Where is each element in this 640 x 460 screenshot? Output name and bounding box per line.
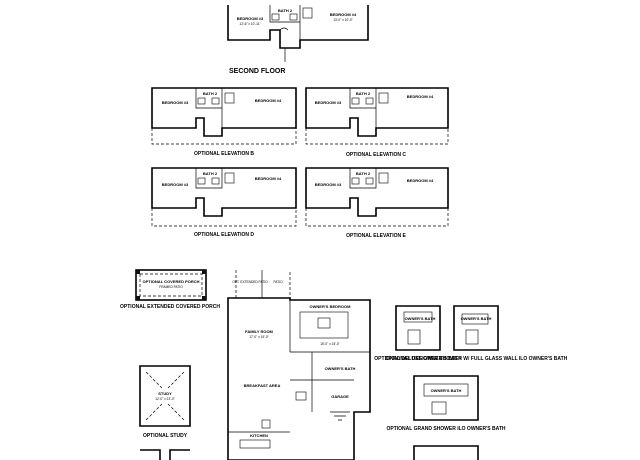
study-room-size: 12'-0" x 13'-0" xyxy=(155,397,175,401)
patio2-label: PATIO xyxy=(273,280,283,284)
elev-b-bedroom4-label: BEDROOM #4 xyxy=(255,98,282,103)
elev-e-bedroom4-label: BEDROOM #4 xyxy=(407,178,434,183)
elev-e-bath2-label: BATH 2 xyxy=(356,171,371,176)
kitchen-label: KITCHEN xyxy=(250,433,268,438)
caption-deluxe-bath: OPTIONAL DELUXE OWNER'S BATH xyxy=(374,356,462,362)
bedroom3-size: 12'-6" x 10'-11" xyxy=(239,22,260,26)
elev-c-bedroom4-label: BEDROOM #4 xyxy=(407,94,434,99)
elev-d-bedroom4-label: BEDROOM #4 xyxy=(255,176,282,181)
grand-shower-fragment xyxy=(413,445,479,460)
first-floor-plan: OPT. EXTENDED PATIO PATIO FAMILY ROOM 17… xyxy=(227,270,371,460)
elev-d-bath2-label: BATH 2 xyxy=(203,171,218,176)
elevation-e-plan: BEDROOM #3 BATH 2 BEDROOM #4 xyxy=(305,167,449,227)
grand-shower-plan: OWNER'S BATH xyxy=(413,375,479,421)
designer-shower-plan: OWNER'S BATH xyxy=(453,305,499,351)
caption-elevation-c-first: OPTIONAL ELEVATION C xyxy=(346,152,406,158)
elev-c-bath2-label: BATH 2 xyxy=(356,91,371,96)
caption-elevation-d: OPTIONAL ELEVATION D xyxy=(194,232,254,238)
family-room-size: 17'-0" x 15'-0" xyxy=(249,335,269,339)
elev-e-bedroom3-label: BEDROOM #3 xyxy=(315,182,342,187)
elev-b-bath2-label: BATH 2 xyxy=(203,91,218,96)
owners-bath-label: OWNER'S BATH xyxy=(325,366,356,371)
elev-d-bedroom3-label: BEDROOM #3 xyxy=(162,182,189,187)
shower-room-label: OWNER'S BATH xyxy=(461,316,492,321)
family-room-label: FAMILY ROOM xyxy=(245,329,273,334)
deluxe-bath-plan: OWNER'S BATH xyxy=(395,305,441,351)
caption-elevation-b-first: OPTIONAL ELEVATION B xyxy=(194,151,254,157)
study-fragment xyxy=(140,449,190,460)
owners-bedroom-label: OWNER'S BEDROOM xyxy=(310,304,352,309)
caption-shower: OPTIONAL DESIGNER SHOWER W/ FULL GLASS W… xyxy=(385,356,568,362)
study-room-label: STUDY xyxy=(158,391,172,396)
grand-shower-room-label: OWNER'S BATH xyxy=(431,388,462,393)
patio-label: OPT. EXTENDED PATIO xyxy=(232,280,268,284)
caption-grand-shower: OPTIONAL GRAND SHOWER ILO OWNER'S BATH xyxy=(386,426,505,432)
elev-b-bedroom3-label: BEDROOM #3 xyxy=(162,100,189,105)
elevation-b-plan: BEDROOM #3 BATH 2 BEDROOM #4 xyxy=(151,87,297,145)
caption-porch: OPTIONAL EXTENDED COVERED PORCH xyxy=(120,304,220,310)
breakfast-label: BREAKFAST AREA xyxy=(244,383,281,388)
elevation-c-plan: BEDROOM #3 BATH 2 BEDROOM #4 xyxy=(305,87,449,145)
deluxe-bath-room-label: OWNER'S BATH xyxy=(405,316,436,321)
owners-bedroom-size: 15'-0" x 15'-0" xyxy=(320,342,340,346)
elev-c-bedroom3-label: BEDROOM #3 xyxy=(315,100,342,105)
caption-study: OPTIONAL STUDY xyxy=(143,433,188,439)
bedroom4-label: BEDROOM #4 xyxy=(330,12,357,17)
study-plan: STUDY 12'-0" x 13'-0" xyxy=(139,365,191,427)
garage-label: GARAGE xyxy=(331,394,349,399)
elevation-d-plan: BEDROOM #3 BATH 2 BEDROOM #4 xyxy=(151,167,297,227)
porch-room-sub: FRAMED PATIO xyxy=(159,285,183,289)
bath2-label: BATH 2 xyxy=(278,8,293,13)
bedroom4-size: 13'-0" x 10'-0" xyxy=(333,18,353,22)
caption-elevation-e: OPTIONAL ELEVATION E xyxy=(346,233,406,239)
second-floor-plan: BEDROOM #3 12'-6" x 10'-11" BATH 2 BEDRO… xyxy=(227,5,369,62)
porch-plan: OPTIONAL COVERED PORCH FRAMED PATIO xyxy=(135,269,207,301)
bedroom3-label: BEDROOM #3 xyxy=(237,16,264,21)
porch-room-label: OPTIONAL COVERED PORCH xyxy=(142,279,199,284)
second-floor-title: SECOND FLOOR xyxy=(229,68,285,75)
